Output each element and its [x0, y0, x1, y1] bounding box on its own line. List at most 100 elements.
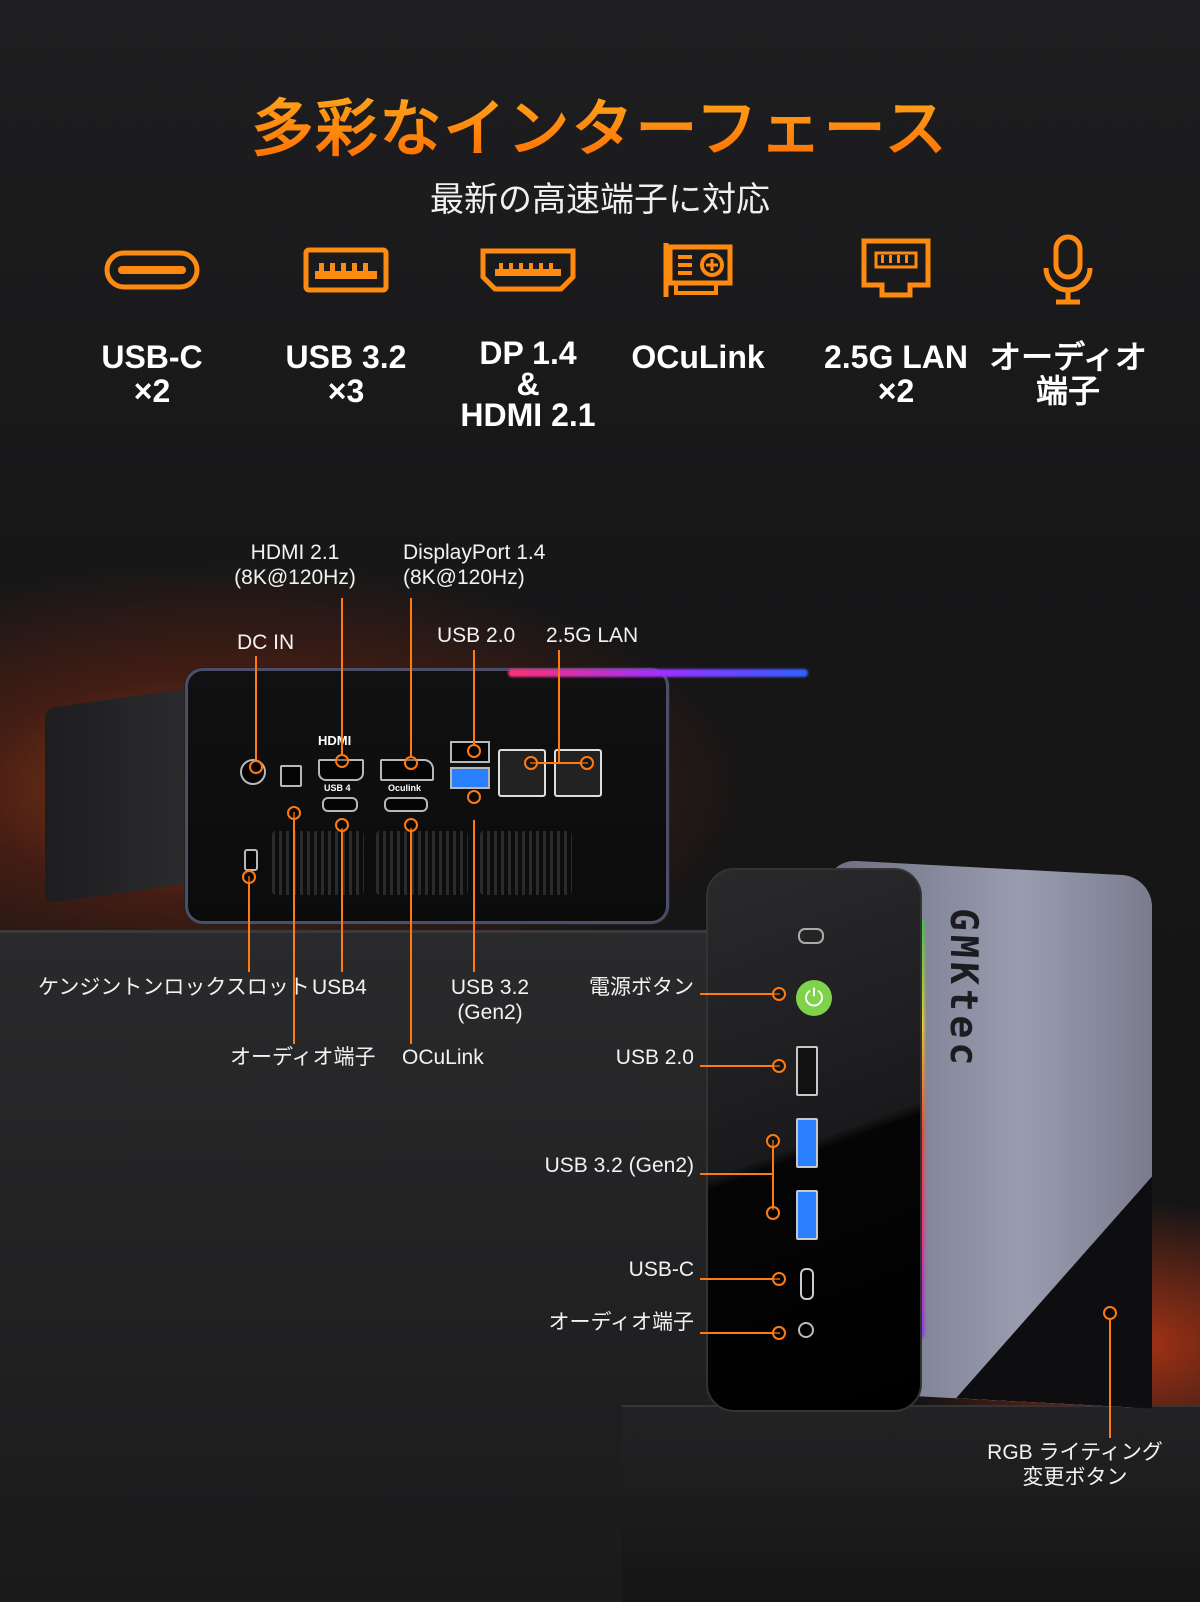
- microphone-icon: [1043, 234, 1093, 305]
- display-pedestal: [622, 1405, 1200, 1602]
- leader-line: [700, 993, 780, 995]
- device-rear-panel: HDMI USB 4 Oculink: [185, 668, 808, 924]
- callout-displayport: DisplayPort 1.4(8K@120Hz): [403, 540, 545, 590]
- callout-text: DisplayPort 1.4: [403, 541, 546, 564]
- page-subtitle: 最新の高速端子に対応: [430, 180, 770, 220]
- leader-line: [410, 828, 412, 1044]
- rgb-light-strip: [508, 669, 808, 677]
- device-side-panel: [45, 687, 195, 904]
- feature-usb32: USB 3.2×3: [256, 230, 436, 408]
- leader-line: [558, 650, 560, 762]
- power-icon: ⏻: [804, 984, 824, 1012]
- callout-dot: [287, 806, 301, 820]
- callout-audio-back: オーディオ端子: [230, 1046, 376, 1069]
- feature-label-line2: ×2: [877, 373, 915, 409]
- lan-port-1: [498, 749, 546, 797]
- leader-line: [410, 598, 412, 756]
- feature-dp-hdmi: DP 1.4&HDMI 2.1: [438, 230, 618, 431]
- feature-usb-c: USB-C×2: [62, 230, 242, 408]
- ethernet-icon: [861, 238, 931, 298]
- usb4-port: [322, 797, 358, 812]
- callout-usb32-back: USB 3.2(Gen2): [430, 975, 550, 1025]
- callout-usb20-back: USB 2.0: [437, 624, 516, 647]
- leader-line: [772, 1140, 774, 1210]
- callout-dot: [249, 760, 263, 774]
- leader-line: [473, 820, 475, 972]
- callout-kensington: ケンジントンロックスロット: [38, 976, 310, 999]
- callout-text: RGB ライティング: [987, 1441, 1163, 1464]
- mini-pc-front-view: GMKtec ⏻: [706, 859, 1158, 1412]
- leader-line: [341, 828, 343, 972]
- leader-line: [293, 812, 295, 1044]
- leader-line: [700, 1173, 772, 1175]
- kensington-lock-slot: [244, 849, 258, 871]
- callout-dot: [335, 818, 349, 832]
- feature-label-line1: OCuLink: [631, 339, 765, 375]
- display-shelf: [0, 930, 720, 1600]
- callout-text: 変更ボタン: [1022, 1466, 1128, 1489]
- feature-label-line1: USB-C: [101, 339, 203, 375]
- callout-text: (Gen2): [457, 1001, 523, 1024]
- oculink-port: [384, 797, 428, 812]
- feature-audio: オーディオ端子: [978, 230, 1158, 408]
- callout-dot: [772, 1059, 786, 1073]
- feature-label-line1: オーディオ: [989, 339, 1147, 375]
- power-button[interactable]: ⏻: [796, 980, 832, 1016]
- callout-dot: [772, 987, 786, 1001]
- callout-usb20-front: USB 2.0: [615, 1046, 694, 1069]
- audio-jack-back: [280, 765, 302, 787]
- callout-text: HDMI 2.1: [250, 541, 340, 564]
- callout-dot: [1103, 1306, 1117, 1320]
- lan-port-2: [554, 749, 602, 797]
- vent-grille: [272, 831, 364, 895]
- leader-line: [473, 650, 475, 744]
- callout-usbc-front: USB-C: [628, 1258, 694, 1281]
- usb-a-icon: [303, 247, 389, 293]
- usb32-port-front-1: [796, 1118, 818, 1168]
- feature-label-line2: ×3: [327, 373, 365, 409]
- displayport-hdmi-icon: [480, 248, 576, 292]
- feature-label-line2: ×2: [133, 373, 171, 409]
- callout-dot: [766, 1206, 780, 1220]
- callout-usb4: USB4: [312, 976, 367, 999]
- leader-line: [341, 598, 343, 754]
- vent-grille: [480, 831, 572, 895]
- leader-line: [530, 762, 588, 764]
- callout-audio-front: オーディオ端子: [548, 1311, 694, 1334]
- usb4-port-label: USB 4: [324, 783, 351, 793]
- callout-dot: [580, 756, 594, 770]
- callout-dot: [524, 756, 538, 770]
- feature-label-line1: 2.5G LAN: [823, 339, 969, 375]
- callout-dot: [766, 1134, 780, 1148]
- callout-text: (8K@120Hz): [403, 566, 525, 589]
- usb-c-port-front: [800, 1268, 814, 1300]
- callout-dot: [404, 818, 418, 832]
- callout-hdmi: HDMI 2.1(8K@120Hz): [215, 540, 375, 590]
- callout-usb32-front: USB 3.2 (Gen2): [544, 1154, 694, 1177]
- callout-dc-in: DC IN: [237, 631, 295, 654]
- audio-jack-front: [798, 1322, 814, 1338]
- callout-lan: 2.5G LAN: [546, 624, 639, 647]
- rgb-toggle-switch[interactable]: [798, 928, 824, 944]
- callout-text: (8K@120Hz): [234, 566, 356, 589]
- usb-c-icon: [104, 250, 200, 290]
- device-front-panel: ⏻: [706, 868, 922, 1412]
- leader-line: [700, 1065, 780, 1067]
- usb32-port-back: [450, 767, 490, 789]
- mini-pc-back-view: HDMI USB 4 Oculink: [45, 668, 808, 926]
- callout-dot: [467, 790, 481, 804]
- callout-dot: [404, 756, 418, 770]
- feature-label-line2: 端子: [1035, 373, 1100, 409]
- oculink-card-icon: [663, 243, 733, 297]
- callout-power: 電源ボタン: [589, 976, 694, 999]
- leader-line: [248, 876, 250, 972]
- callout-dot: [772, 1326, 786, 1340]
- page-title: 多彩なインターフェース: [0, 78, 1200, 168]
- callout-text: USB 3.2: [450, 976, 530, 999]
- feature-label-line3: HDMI 2.1: [460, 397, 596, 433]
- oculink-port-label: Oculink: [388, 783, 422, 793]
- callout-dot: [242, 870, 256, 884]
- callout-dot: [335, 754, 349, 768]
- feature-lan: 2.5G LAN×2: [806, 230, 986, 408]
- feature-label-line2: &: [516, 366, 540, 402]
